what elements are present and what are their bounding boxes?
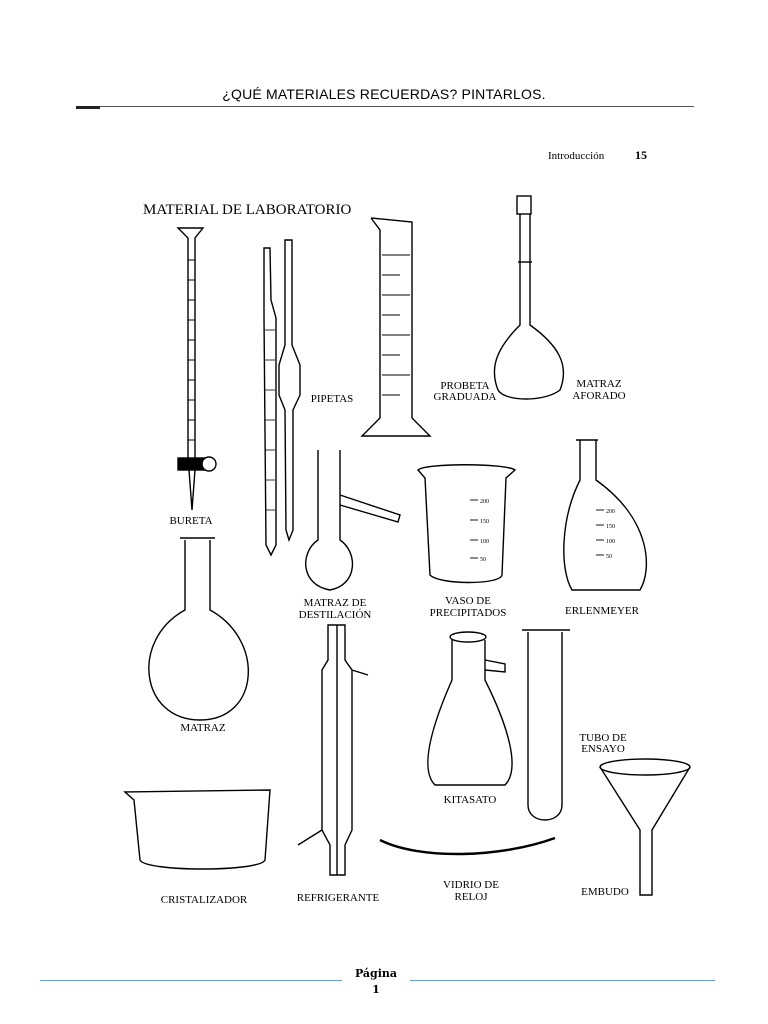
round-flask-drawing bbox=[148, 537, 250, 721]
label-matraz: MATRAZ bbox=[180, 722, 226, 734]
beaker-scale-label: 200 bbox=[480, 499, 489, 505]
label-tubo-line1: TUBO DE bbox=[579, 732, 627, 744]
header-divider-mark bbox=[76, 106, 100, 109]
book-section: Introducción bbox=[548, 150, 605, 162]
label-tubo-line2: ENSAYO bbox=[581, 743, 625, 755]
figure-title: MATERIAL DE LABORATORIO bbox=[143, 202, 351, 218]
label-probeta-line1: PROBETA bbox=[440, 380, 489, 392]
label-matraz-aforado-line2: AFORADO bbox=[572, 390, 625, 402]
label-matraz-destilacion-line1: MATRAZ DE bbox=[304, 597, 367, 609]
burette-drawing bbox=[176, 227, 217, 511]
label-kitasato: KITASATO bbox=[444, 794, 497, 806]
label-cristalizador: CRISTALIZADOR bbox=[161, 894, 248, 906]
condenser-drawing bbox=[297, 624, 369, 876]
erlenmeyer-scale-label: 100 bbox=[606, 539, 615, 545]
label-matraz-destilacion-line2: DESTILACIÓN bbox=[299, 609, 372, 621]
header-divider bbox=[76, 106, 694, 107]
graduated-cylinder-drawing bbox=[360, 217, 432, 437]
label-refrigerante: REFRIGERANTE bbox=[297, 892, 380, 904]
beaker-scale-label: 100 bbox=[480, 539, 489, 545]
beaker-drawing bbox=[417, 464, 517, 584]
label-probeta-line2: GRADUADA bbox=[434, 391, 497, 403]
beaker-scale-label: 150 bbox=[480, 519, 489, 525]
erlenmeyer-flask-drawing bbox=[563, 439, 648, 591]
label-bureta: BURETA bbox=[169, 515, 212, 527]
watch-glass-drawing bbox=[379, 836, 556, 856]
label-vidrio-line2: RELOJ bbox=[455, 891, 489, 903]
footer-page-indicator: Página 1 bbox=[342, 966, 410, 998]
label-erlenmeyer: ERLENMEYER bbox=[565, 605, 640, 617]
label-vidrio-line1: VIDRIO DE bbox=[443, 879, 499, 891]
crystallizer-drawing bbox=[123, 789, 271, 870]
pipettes-drawing bbox=[263, 239, 301, 557]
label-matraz-aforado-line1: MATRAZ bbox=[576, 378, 622, 390]
label-pipetas: PIPETAS bbox=[311, 393, 354, 405]
footer-rule-right bbox=[410, 980, 715, 981]
page-header-title: ¿QUÉ MATERIALES RECUERDAS? PINTARLOS. bbox=[222, 86, 546, 102]
volumetric-flask-drawing bbox=[493, 195, 565, 400]
test-tube-drawing bbox=[522, 629, 570, 821]
label-vaso-line2: PRECIPITADOS bbox=[430, 607, 507, 619]
footer-rule-left bbox=[40, 980, 342, 981]
footer-page-number: 1 bbox=[372, 983, 380, 996]
book-page-number: 15 bbox=[635, 148, 647, 162]
erlenmeyer-scale-label: 50 bbox=[606, 554, 612, 560]
beaker-scale-label: 50 bbox=[480, 557, 486, 563]
label-vaso-line1: VASO DE bbox=[445, 595, 491, 607]
footer-page-label: Página bbox=[354, 967, 398, 980]
distillation-flask-drawing bbox=[305, 450, 401, 591]
erlenmeyer-scale-label: 200 bbox=[606, 509, 615, 515]
erlenmeyer-scale-label: 150 bbox=[606, 524, 615, 530]
kitasato-flask-drawing bbox=[427, 631, 513, 786]
funnel-drawing bbox=[599, 758, 691, 896]
label-embudo: EMBUDO bbox=[581, 886, 629, 898]
